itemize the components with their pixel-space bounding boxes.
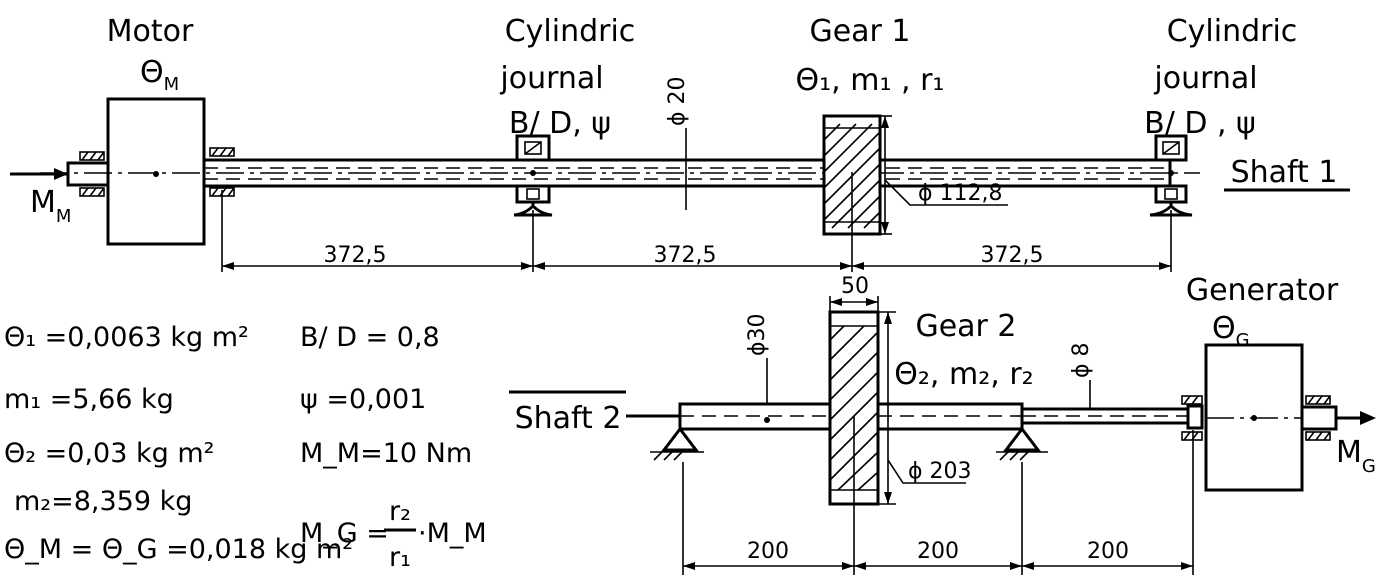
shaft-1-span-2: 372,5 [654,243,717,268]
generator-bearings [1181,395,1331,441]
shaft-1-span-1: 372,5 [324,243,387,268]
motor-input-stub [66,161,110,187]
shaft-1-span-3: 372,5 [981,243,1044,268]
generator-title: Generator [1186,273,1339,308]
param-motor-torque: M_M=10 Nm [300,438,472,469]
generator-inertia-subscript: G [1236,330,1250,351]
motor-torque-subscript: M [56,206,72,227]
motor-inertia-symbol: Θ [140,55,164,90]
motor-right-bearing [209,147,235,197]
shaft-1-label: Shaft 1 [1231,155,1338,190]
shaft-2-span-1: 200 [747,539,789,564]
motor-left-bearing [79,151,105,197]
journal-bearing-right [1149,134,1193,217]
param-m-2: m₂=8,359 kg [14,486,192,517]
parameter-list-right: B/ D = 0,8 ψ =0,001 M_M=10 Nm [300,322,472,469]
generator-coupling [1186,404,1204,430]
generator-torque-arrowhead [1360,411,1376,425]
gear-2-width-label: 50 [841,274,869,299]
journal-bearing-left [513,134,553,217]
shaft-2-support-right [996,426,1048,461]
journal-right-line2: journal [1153,61,1257,96]
journal-left-line3: B/ D, ψ [509,106,611,141]
gear-2-diameter-leader [887,459,966,484]
motor-torque-symbol: M [30,185,56,220]
gear-2-diameter-label: ϕ 203 [908,459,972,484]
shaft-2-label: Shaft 2 [515,401,622,436]
generator-inertia-label: ΘG [1212,311,1250,351]
parameter-list-left: Θ₁ =0,0063 kg m² m₁ =5,66 kg Θ₂ =0,03 kg… [4,322,353,565]
motor-torque-label: MM [30,185,71,227]
param-b-over-d: B/ D = 0,8 [300,322,440,353]
gear-2-body [828,310,880,506]
generator-inertia-symbol: Θ [1212,311,1236,346]
journal-left-line2: journal [499,61,603,96]
journal-right-line3: B/ D , ψ [1144,106,1256,141]
shaft-2-stub-diameter-label: ϕ 8 [1069,342,1094,378]
motor-torque-arrowhead [54,168,68,180]
motor-inertia-subscript: M [164,74,180,95]
generator-torque-formula: M_G = r₂ r₁ ·M_M [300,496,487,573]
param-psi: ψ =0,001 [300,384,426,415]
shaft-2-assembly [626,296,1376,575]
shaft-1-diameter-label: ϕ 20 [665,77,690,127]
param-theta-m-g: Θ_M = Θ_G =0,018 kg m² [4,534,353,565]
shaft-2-span-2: 200 [917,539,959,564]
motor-center-dot [153,171,159,177]
formula-numerator: r₂ [389,496,411,527]
formula-lhs: M_G = [300,518,389,549]
formula-rhs: ·M_M [418,518,487,549]
shaft-2-diameter-label: ϕ30 [745,313,770,356]
generator-output-stub [1300,405,1338,431]
shaft-2-span-3: 200 [1087,539,1129,564]
generator-torque-label: MG [1336,435,1376,477]
param-m-1: m₁ =5,66 kg [4,384,174,415]
shaft-1-dimensions [221,190,1172,272]
gear-1-body [822,114,882,236]
param-theta-2: Θ₂ =0,03 kg m² [4,438,214,469]
gear-1-diameter-label: ϕ 112,8 [918,181,1003,206]
shaft-2-support-left [650,426,704,461]
gear-1-diameter-leader [884,179,1008,206]
gear-1-title: Gear 1 [809,14,910,49]
generator-torque-subscript: G [1362,456,1376,477]
generator-torque-symbol: M [1336,435,1362,470]
motor-title: Motor [107,14,194,49]
gear-1-params: Θ₁, m₁ , r₁ [796,63,945,98]
motor-inertia-label: ΘM [140,55,179,95]
shaft-1-assembly [10,97,1200,272]
journal-left-line1: Cylindric [505,14,636,49]
formula-denominator: r₁ [389,542,411,573]
gear-2-params: Θ₂, m₂, r₂ [894,357,1033,392]
gear-2-title: Gear 2 [915,309,1016,344]
shaft-2-dimensions [682,430,1194,575]
journal-right-line1: Cylindric [1167,14,1298,49]
param-theta-1: Θ₁ =0,0063 kg m² [4,322,249,353]
